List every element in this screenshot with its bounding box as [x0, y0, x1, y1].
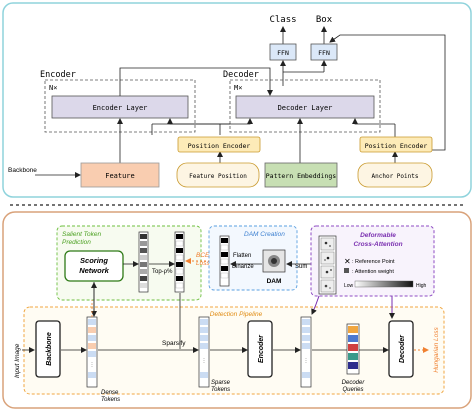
ffn-box-label: FFN [318, 49, 330, 57]
deformable-attention-dashed-box [310, 225, 435, 297]
hungarian-loss-label: Hungarian Loss [433, 326, 440, 372]
reference-point-icon: ✕ [344, 257, 351, 266]
dam-label: DAM [267, 278, 282, 285]
dam-heatmap [262, 249, 286, 273]
decoder-queries-column [346, 323, 360, 375]
scoring-network-box [64, 250, 124, 282]
network-label: Network [79, 266, 109, 275]
sparse-tokens-column: ⋮ [198, 316, 210, 388]
feature-position-box [176, 162, 260, 188]
pipeline-decoder-label: Decoder [399, 334, 406, 363]
position-encoder-left [177, 136, 261, 153]
decoder-queries-label-1: Decoder [342, 380, 366, 386]
deformable-title-1: Deformable [360, 232, 396, 239]
low-label: Low [344, 283, 354, 289]
reference-point-label: : Reference Point [352, 259, 395, 265]
encoder-repeat: N× [49, 84, 57, 92]
binarize-label: Binarize [232, 264, 254, 270]
dense-tokens-label-1: Dense [101, 390, 119, 396]
encoder-title: Encoder [40, 70, 76, 80]
input-image-label: Input Image [14, 343, 21, 378]
sum-label: Sum [295, 264, 307, 270]
decoder-layer-label: Decoder Layer [278, 104, 333, 112]
loss-label: Loss [196, 260, 210, 267]
deformable-title-2: Cross-Attention [353, 241, 402, 248]
feature-box [80, 162, 160, 188]
box-output-label: Box [316, 15, 333, 25]
svg-text:⋮: ⋮ [202, 358, 207, 364]
pipeline-decoder-box [388, 320, 414, 378]
pattern-embeddings-label: Pattern Embeddings [266, 172, 337, 180]
feature-label: Feature [105, 172, 135, 180]
position-encoder-right [359, 136, 433, 153]
score-token-column [138, 231, 149, 293]
high-label: High [416, 283, 427, 289]
anchor-points-label: Anchor Points [372, 173, 419, 180]
anchor-points-box [357, 162, 433, 188]
position-encoder-left-label: Position Encoder [188, 142, 251, 150]
pipeline-encoder-label: Encoder [258, 334, 265, 363]
topk-label: Top-ρ% [152, 269, 173, 275]
dense-tokens-label-2: Tokens [101, 397, 120, 403]
attention-maps-column [318, 235, 337, 295]
decoder-layer-box [235, 95, 375, 119]
flatten-label: Flatten [233, 253, 251, 259]
dam-flatten-column [219, 235, 230, 287]
attention-weight-icon [344, 268, 349, 273]
pipeline-backbone-box [35, 320, 61, 378]
dam-creation-title: DAM Creation [244, 231, 285, 238]
detection-pipeline-title: Detection Pipeline [210, 311, 263, 318]
feature-position-label: Feature Position [189, 173, 247, 180]
topk-mask-column [174, 231, 185, 293]
encoder-layer-label: Encoder Layer [93, 104, 148, 112]
salient-title-1: Salient Token [62, 231, 102, 238]
class-output-label: Class [269, 15, 296, 25]
decoder-queries-label-2: Queries [342, 387, 363, 393]
bce-label: BCE [196, 252, 210, 259]
backbone-label: Backbone [8, 167, 37, 174]
ffn-class-label: FFN [277, 49, 289, 57]
detection-pipeline-dashed-box [23, 306, 445, 395]
sparse-tokens-label-2: Tokens [211, 387, 230, 393]
decoder-dashed-box [229, 79, 381, 133]
svg-text:⋮: ⋮ [90, 362, 95, 368]
pipeline-encoder-box [247, 320, 273, 378]
svg-text:⋮: ⋮ [304, 358, 309, 364]
salient-title-2: Prediction [62, 239, 91, 246]
scoring-label: Scoring [80, 256, 108, 265]
sparse-tokens-label-1: Sparse [211, 380, 231, 386]
decoder-repeat: M× [234, 84, 242, 92]
decoder-title: Decoder [223, 70, 259, 80]
encoded-tokens-column: ⋮ [300, 316, 312, 388]
attention-weight-label: : Attention weight [352, 269, 394, 275]
position-encoder-right-label: Position Encoder [365, 142, 428, 150]
pipeline-backbone-label: Backbone [46, 332, 53, 366]
pattern-embeddings-box [264, 162, 338, 188]
dam-creation-dashed-box [208, 225, 298, 291]
attention-gradient-bar [354, 280, 414, 288]
sparsify-label: Sparsify [162, 340, 186, 347]
dense-tokens-column: ⋮ [86, 316, 98, 388]
